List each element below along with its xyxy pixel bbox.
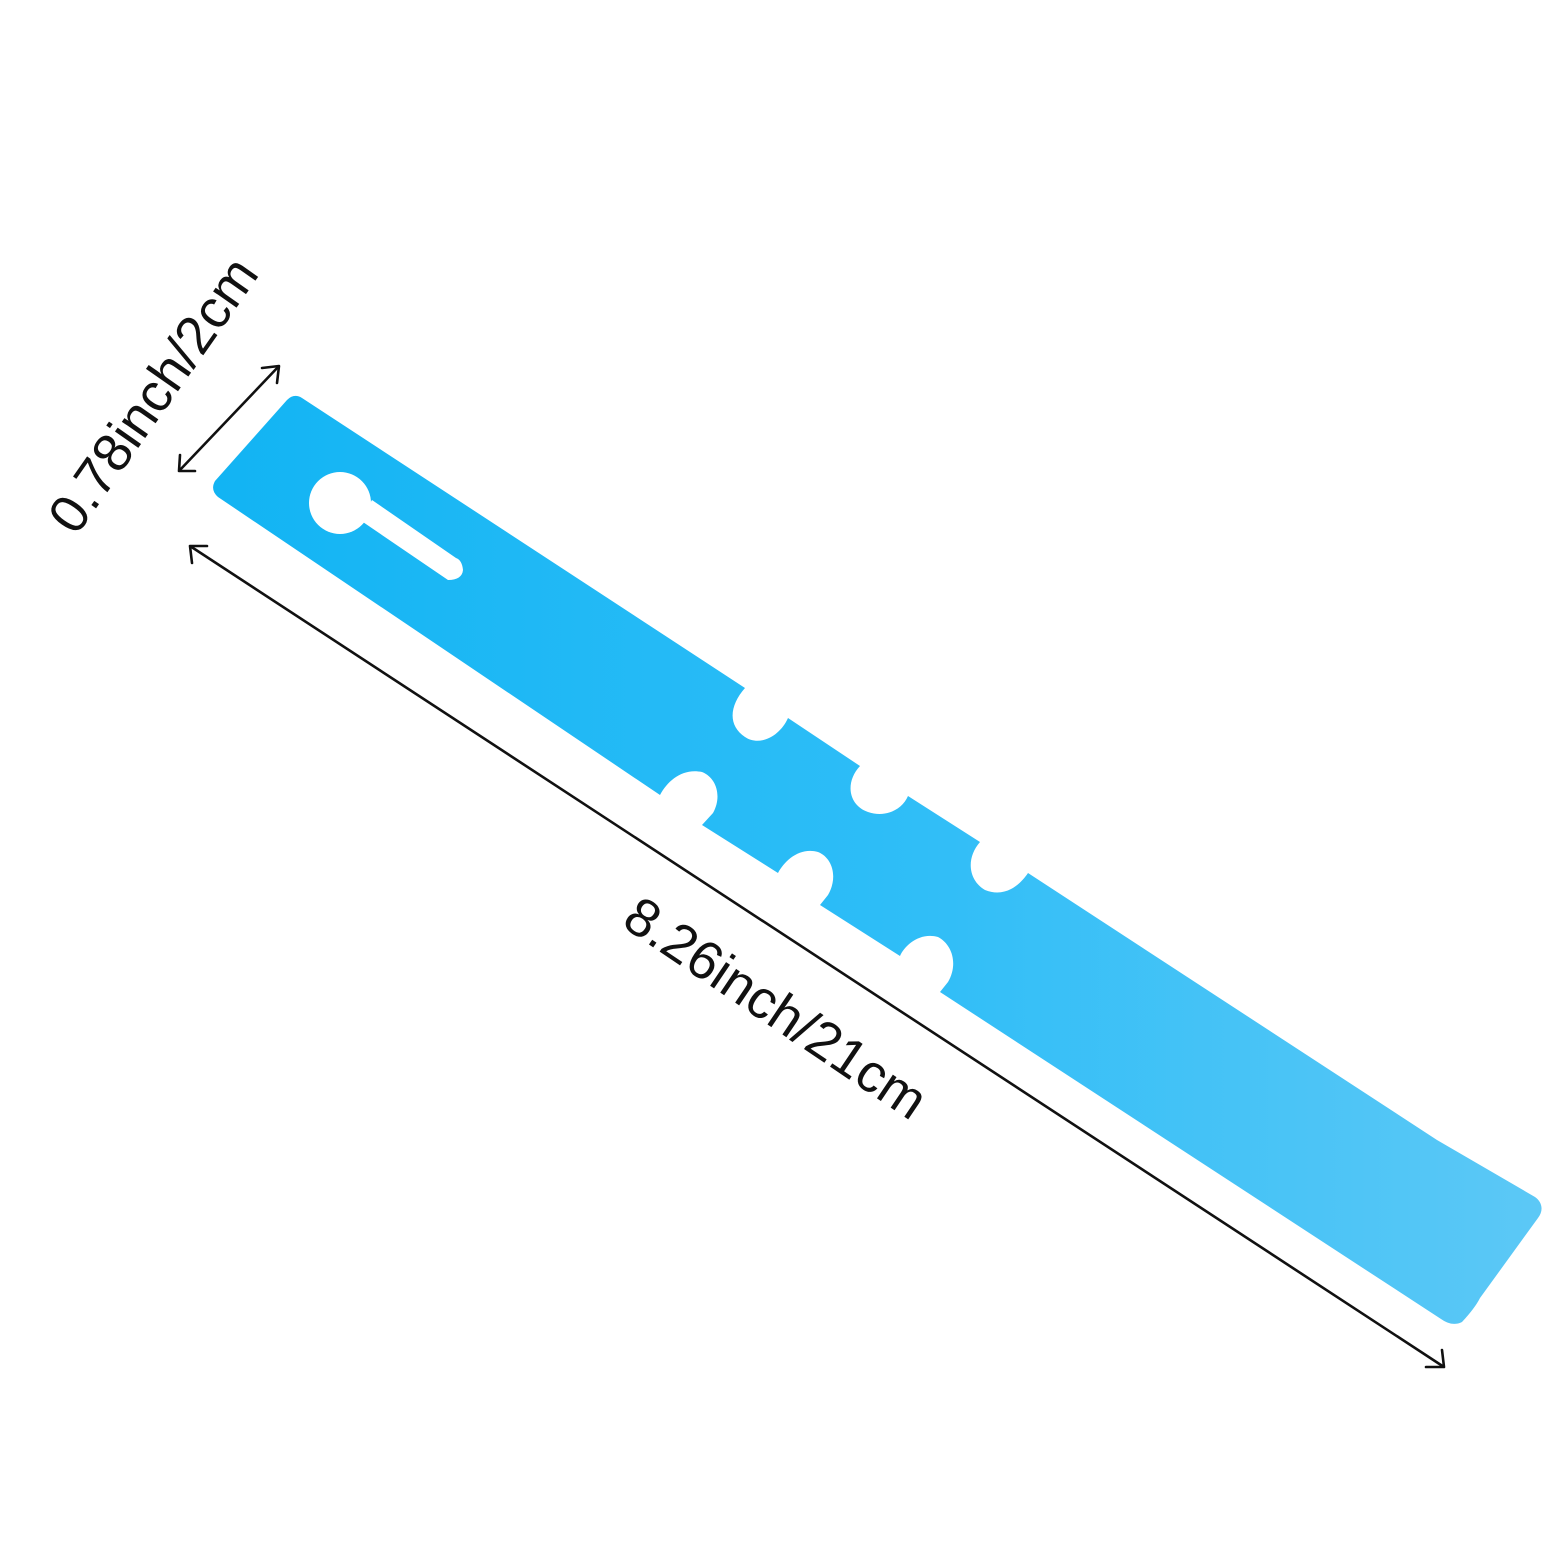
length-dimension: 8.26inch/21cm	[188, 544, 1446, 1369]
width-dimension-line	[178, 365, 280, 472]
hang-slot-channel	[360, 500, 463, 580]
length-arrow-head-start	[188, 544, 209, 565]
hang-hole	[309, 472, 371, 534]
width-arrow-head-bottom	[177, 453, 197, 473]
tag-body	[213, 395, 1542, 1324]
length-arrow-head-end	[1424, 1348, 1446, 1369]
hanging-tag	[213, 395, 1542, 1324]
width-arrow-head-top	[260, 364, 281, 385]
length-dimension-line	[189, 544, 1445, 1369]
hang-slot	[309, 472, 463, 580]
